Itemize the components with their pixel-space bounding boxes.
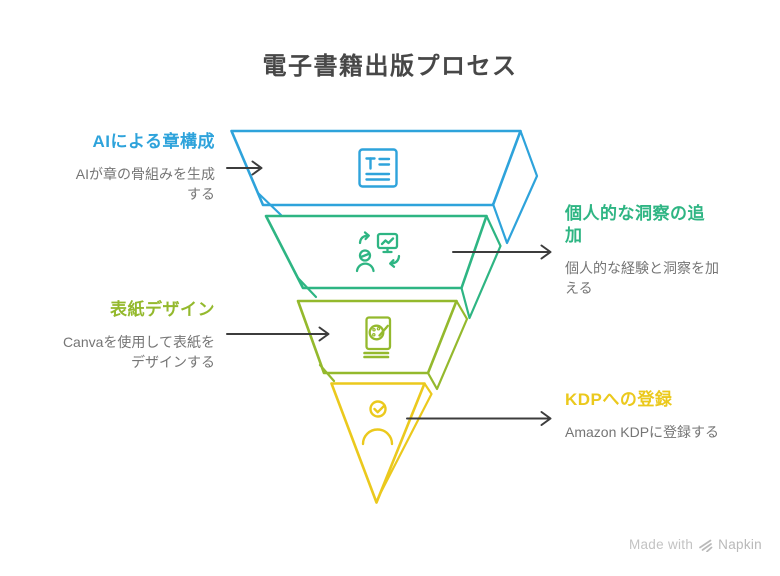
segment-2-fold [296,276,318,299]
step-4-label: KDPへの登録 [565,390,673,409]
segment-1-side [491,129,539,245]
segment-3-side [426,299,469,391]
step-3-label: 表紙デザイン [110,300,215,319]
made-with-text: Made with [628,537,694,552]
segment-4-side [376,382,433,502]
made-with-napkin-credit: Made with Napkin [629,537,762,552]
funnel-segment-3 [296,299,469,391]
funnel-segment-2 [264,214,502,320]
segment-3-fold [318,363,336,383]
segment-2-side [460,214,502,320]
palette-book-icon [363,316,392,359]
step-2-arrow [452,244,552,260]
page-title: 電子書籍出版プロセス [262,53,518,80]
step-3-description: Canvaを使用して表紙をデザインする [62,334,215,370]
step-1-arrow [226,160,263,176]
step-4-description: Amazon KDPに登録する [565,424,720,440]
segment-3-front [296,299,458,375]
napkin-brand-text: Napkin [718,537,762,552]
step-1-description: AIが章の骨組みを生成する [75,166,215,202]
step-1-label-group: AIによる章構成 AIが章の骨組みを生成する [65,131,215,204]
segment-4-front [330,382,426,504]
person-check-icon [361,400,394,446]
napkin-logo-icon [699,539,713,552]
person-sync-icon [355,231,401,273]
document-text-icon [358,148,398,188]
segment-1-front [230,129,522,207]
segment-1-fold [256,191,283,217]
step-4-arrow [406,411,552,426]
funnel-segment-4 [330,382,433,504]
step-2-label-group: 個人的な洞察の追加 個人的な経験と洞察を加える [565,203,719,298]
funnel-segment-1 [230,129,539,245]
step-4-label-group: KDPへの登録 Amazon KDPに登録する [565,389,743,443]
step-3-label-group: 表紙デザイン Canvaを使用して表紙をデザインする [57,299,215,372]
step-1-label: AIによる章構成 [92,132,215,151]
step-3-arrow [226,326,330,342]
step-2-label: 個人的な洞察の追加 [565,204,705,245]
step-2-description: 個人的な経験と洞察を加える [565,260,719,296]
